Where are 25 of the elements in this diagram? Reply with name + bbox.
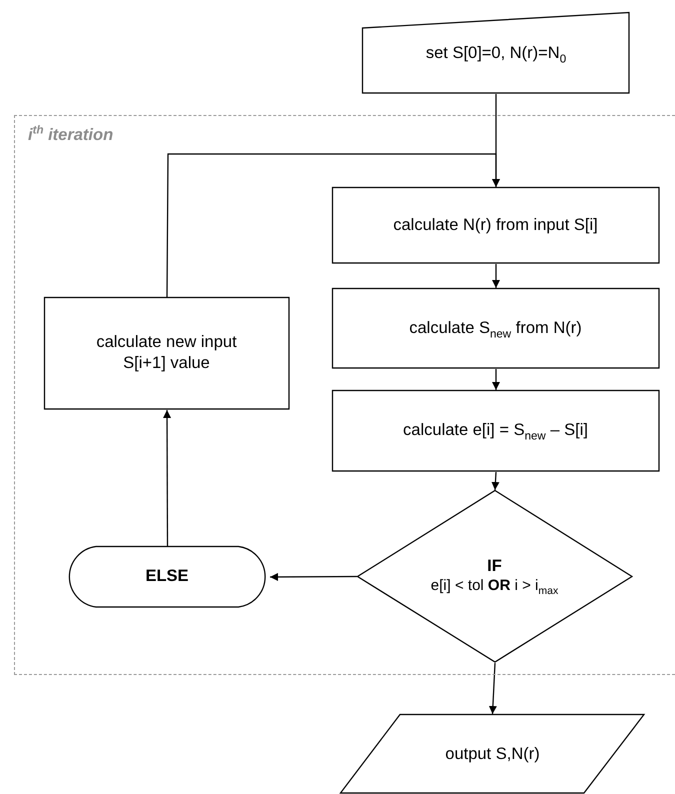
output-parallelogram [340, 714, 645, 794]
arrow [492, 264, 500, 288]
step-text: set S[0]=0, N(r)=N$_{0}$ [426, 42, 566, 64]
decision-diamond [356, 490, 632, 662]
frame-label: i$^{th}$ iteration [28, 125, 114, 146]
condition-text: e[i] < tol OR i > i$_{max}$ [430, 576, 560, 596]
iteration-frame [14, 115, 675, 675]
step-text: calculate S$_{new}$ from N(r) [409, 318, 582, 338]
process-box [44, 296, 290, 410]
arrow [491, 472, 500, 490]
arrow [166, 153, 500, 297]
step-text: calculate e[i] = S$_{new}$ – S[i] [403, 420, 588, 441]
arrow [492, 369, 500, 390]
process-box [332, 186, 660, 264]
input-box [362, 12, 630, 94]
arrow [163, 410, 172, 546]
process-box [332, 390, 660, 472]
process-box [332, 288, 660, 368]
condition-keyword: IF [487, 556, 502, 577]
step-text: calculate N(r) from input S[i] [393, 214, 598, 236]
step-text: calculate new input S[i+1] value [95, 332, 238, 374]
arrow [488, 662, 497, 714]
arrow [270, 572, 357, 581]
step-text: output S,N(r) [445, 744, 540, 764]
terminal-label: ELSE [145, 566, 189, 587]
